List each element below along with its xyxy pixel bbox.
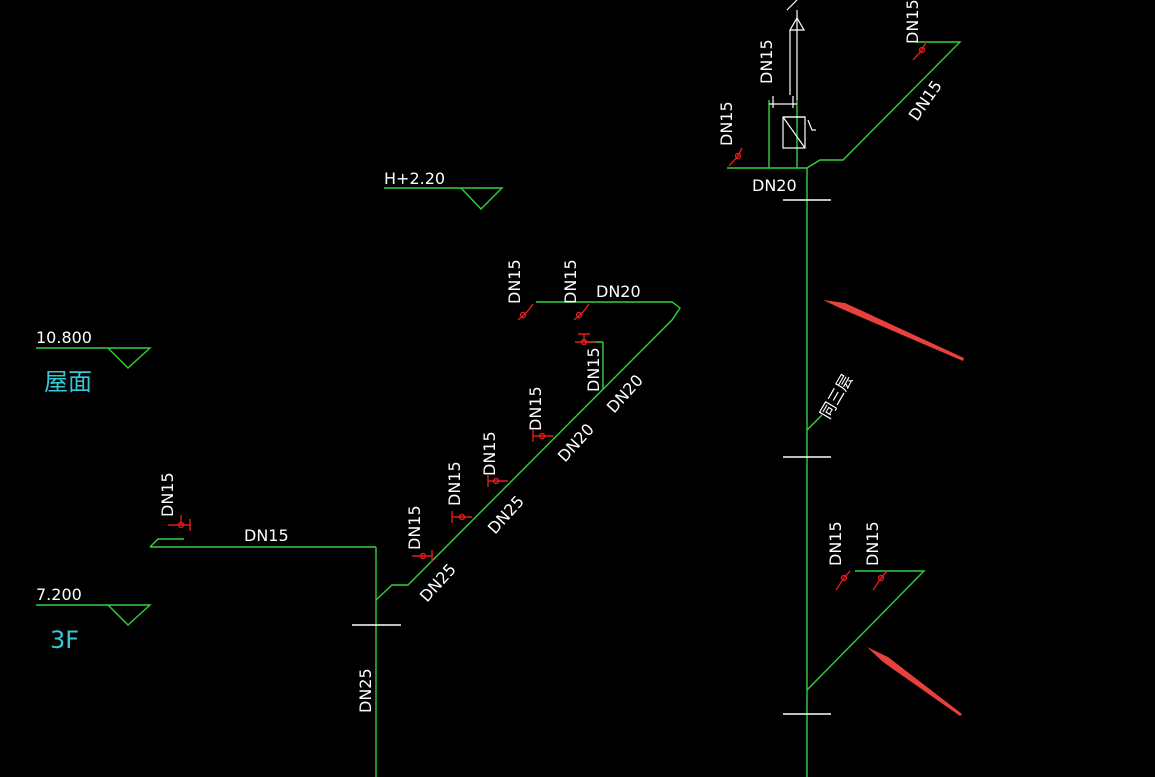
faucet-icon [872, 570, 888, 591]
pipe-size-label: DN15 [905, 77, 946, 124]
vent-cap-icon [788, 16, 806, 95]
faucet-icon [168, 515, 191, 531]
pipe-size-labels: DN15 DN15 DN15 DN15 DN15 DN15 DN15 DN15 … [158, 0, 946, 713]
left-pipe-system [149, 301, 681, 777]
riser-note: 同三层 [816, 371, 856, 422]
pipe-size-label: DN25 [416, 560, 460, 606]
pipe-size-label: DN15 [505, 259, 524, 304]
pipe-size-label: DN15 [903, 0, 922, 44]
faucet-icon [487, 475, 508, 487]
pipe-size-label: DN15 [863, 521, 882, 566]
level-floor-name: 屋面 [44, 368, 92, 396]
pipe-size-label: DN25 [484, 492, 528, 538]
pipe-size-label: DN15 [526, 386, 545, 431]
pipe-size-label: DN15 [826, 521, 845, 566]
elevation-marker-roof: 10.800 屋面 [36, 328, 152, 396]
faucet-icon [412, 550, 433, 562]
level-floor-name: 3F [50, 626, 79, 654]
faucet-icon [451, 511, 472, 523]
annotation-arrow-icon [867, 647, 962, 716]
pipe-size-label: DN15 [158, 472, 177, 517]
pipe-size-label: DN20 [603, 371, 647, 417]
pipe-size-label: DN20 [752, 176, 797, 195]
pipe-size-label: DN20 [596, 282, 641, 301]
pipe-size-label: DN20 [554, 420, 598, 466]
pipe-size-label: DN15 [445, 461, 464, 506]
pipe-size-label: DN15 [584, 347, 603, 392]
pipe-size-label: DN15 [717, 101, 736, 146]
elevation-marker-h: H+2.20 [384, 169, 504, 211]
elevation-marker-3f: 7.200 3F [36, 585, 152, 654]
pipe-size-label: DN15 [405, 505, 424, 550]
faucet-icon [912, 41, 927, 61]
pipe-size-label: DN15 [561, 259, 580, 304]
right-riser [727, 41, 962, 777]
faucet-icon [573, 303, 590, 321]
backflow-preventer-icon [769, 0, 816, 149]
faucet-icon [532, 430, 553, 442]
level-elevation: 7.200 [36, 585, 82, 604]
pipe-size-label: DN25 [356, 668, 375, 713]
pipe-size-label: DN15 [757, 39, 776, 84]
faucet-icon [728, 147, 743, 167]
pipe-size-label: DN15 [480, 431, 499, 476]
annotation-arrow-icon [823, 300, 964, 361]
level-elevation: 10.800 [36, 328, 92, 347]
elevation-tag: H+2.20 [384, 169, 445, 188]
pipe-size-label: DN15 [244, 526, 289, 545]
faucet-icons [168, 41, 927, 591]
faucet-icon [575, 333, 596, 346]
faucet-icon [835, 570, 851, 591]
faucet-icon [517, 303, 534, 321]
